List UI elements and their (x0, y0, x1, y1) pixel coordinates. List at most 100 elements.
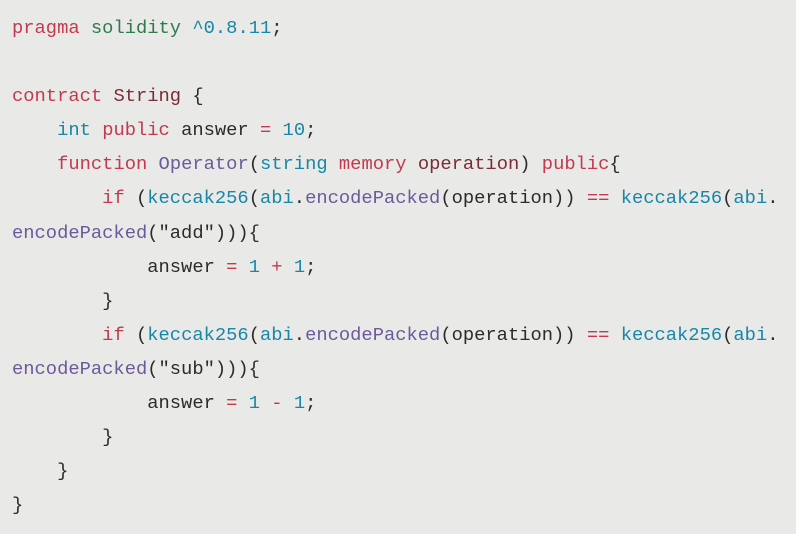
code-token: pragma (12, 17, 80, 39)
code-token (260, 392, 271, 414)
code-token: ("sub"))){ (147, 357, 260, 380)
code-token: } (12, 426, 114, 449)
code-token: String (113, 85, 182, 108)
code-token (237, 392, 248, 414)
code-token (237, 256, 248, 278)
code-token: ; (305, 119, 317, 142)
code-line (12, 45, 779, 79)
code-token (181, 17, 192, 39)
code-line: } (12, 454, 779, 488)
code-token: - (271, 392, 283, 415)
code-token: . (293, 323, 306, 346)
code-token (283, 256, 294, 278)
code-token: abi (733, 323, 768, 346)
code-token: abi (259, 187, 294, 210)
code-token: 1 (293, 392, 306, 415)
code-token: abi (259, 323, 294, 346)
code-line: answer = 1 - 1; (12, 386, 779, 420)
code-token: int (57, 119, 91, 142)
code-token: = (226, 392, 238, 415)
code-token: contract (12, 85, 103, 108)
code-token (102, 85, 113, 107)
code-token: answer (12, 392, 227, 415)
code-token: . (767, 323, 779, 346)
code-token: ("add"))){ (147, 221, 260, 244)
code-line: contract String { (12, 79, 779, 113)
code-token: encodePacked (305, 323, 441, 346)
code-line: pragma solidity ^0.8.11; (12, 11, 779, 45)
code-token: if (102, 323, 125, 346)
code-line: encodePacked("sub"))){ (12, 352, 779, 386)
code-token: operation (417, 153, 520, 176)
code-line: int public answer = 10; (12, 113, 779, 147)
code-token: + (271, 255, 283, 278)
code-token: = (226, 255, 238, 278)
code-line: if (keccak256(abi.encodePacked(operation… (12, 318, 779, 352)
code-token: keccak256 (147, 187, 249, 210)
code-token: memory (338, 153, 407, 176)
code-token: ( (124, 323, 148, 346)
code-token: ) (519, 153, 542, 176)
code-token (260, 256, 271, 278)
code-token (91, 119, 102, 141)
code-line: } (12, 488, 779, 522)
code-token: Operator (158, 153, 249, 176)
code-token (80, 17, 91, 39)
code-token: 1 (248, 255, 260, 278)
code-token (12, 119, 57, 141)
code-token: 1 (293, 255, 306, 278)
code-token: = (259, 119, 272, 142)
code-token: } (12, 289, 114, 312)
code-line: if (keccak256(abi.encodePacked(operation… (12, 181, 779, 215)
code-token: ^0.8.11 (192, 17, 272, 39)
code-line: answer = 1 + 1; (12, 250, 779, 284)
code-line: encodePacked("add"))){ (12, 216, 779, 250)
code-token: answer (169, 119, 260, 142)
code-token: } (12, 460, 69, 483)
code-token: ; (305, 392, 317, 415)
code-token (147, 153, 158, 175)
code-token: 1 (248, 392, 260, 415)
code-token: ( (722, 187, 734, 210)
code-block: pragma solidity ^0.8.11; contract String … (12, 11, 779, 522)
code-token: public (102, 119, 170, 142)
code-token: encodePacked (12, 221, 148, 244)
code-token: (operation)) (440, 187, 587, 210)
code-token: encodePacked (12, 357, 148, 380)
code-token: } (12, 494, 24, 517)
code-token: == (586, 187, 610, 210)
code-token: ( (248, 323, 260, 346)
code-token: (operation)) (440, 323, 587, 346)
code-token (12, 324, 102, 346)
code-token: 10 (282, 119, 306, 142)
code-token (328, 153, 339, 175)
code-token: . (293, 187, 306, 210)
code-token (12, 153, 57, 175)
code-token: abi (733, 187, 768, 210)
code-token: . (767, 187, 779, 210)
code-line: function Operator(string memory operatio… (12, 147, 779, 181)
code-token: ; (271, 17, 283, 39)
code-token: answer (12, 255, 227, 278)
code-token: encodePacked (305, 187, 441, 210)
code-token: keccak256 (147, 323, 249, 346)
code-token: ( (248, 153, 260, 176)
code-line: } (12, 420, 779, 454)
code-token: ; (305, 255, 317, 278)
code-token (609, 324, 620, 346)
code-token: ( (722, 323, 734, 346)
code-token (271, 119, 282, 141)
code-token (407, 153, 418, 175)
code-token: keccak256 (620, 187, 723, 210)
code-token: string (260, 153, 328, 176)
code-token: { (609, 153, 621, 176)
code-token: == (586, 323, 610, 346)
code-token: keccak256 (620, 323, 723, 346)
code-token: ( (248, 187, 260, 210)
code-line: } (12, 284, 779, 318)
code-token: ( (124, 187, 148, 210)
code-token: public (541, 153, 610, 176)
code-token: function (57, 153, 148, 176)
code-token: { (181, 85, 204, 108)
code-token (283, 392, 294, 414)
